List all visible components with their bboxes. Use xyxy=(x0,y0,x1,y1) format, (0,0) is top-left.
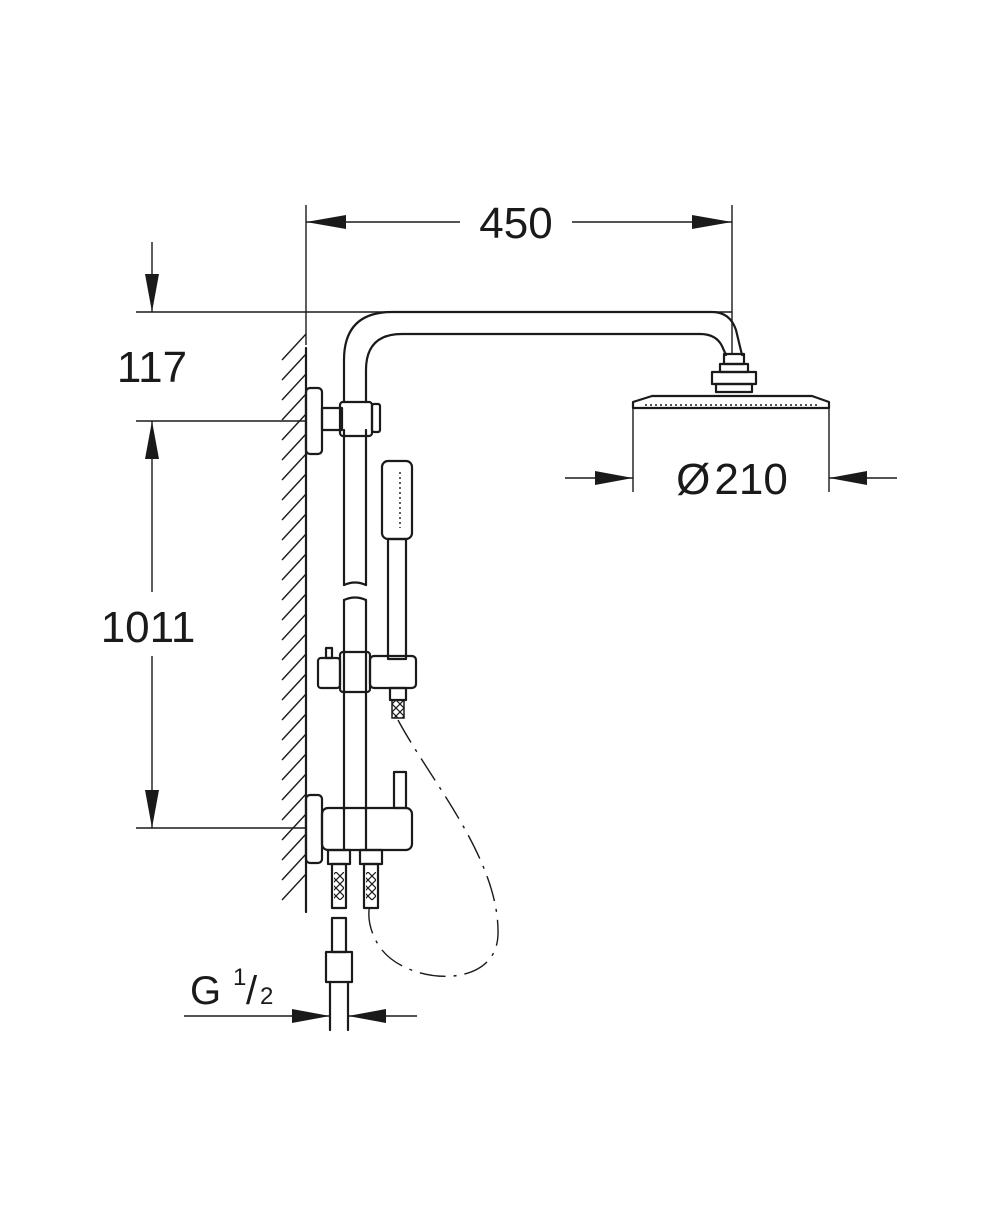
head-shower xyxy=(631,394,831,410)
wall-hatch-line xyxy=(281,393,307,421)
dimension-height-top: 117 xyxy=(117,242,732,392)
wall-hatch-line xyxy=(281,793,307,821)
wall-hatch-line xyxy=(281,873,307,901)
wall-hatch-line xyxy=(281,493,307,521)
dimension-thread-slash: / xyxy=(246,969,258,1013)
wall-hatch-line xyxy=(281,453,307,481)
supply-pipe xyxy=(324,916,354,1032)
wall-hatch-line xyxy=(281,533,307,561)
shower-arm xyxy=(342,310,758,404)
inlet-connectors xyxy=(326,848,384,910)
hand-shower xyxy=(380,459,414,661)
wall-hatch-line xyxy=(281,333,307,361)
dimension-thread: G 1 / 2 xyxy=(184,964,417,1030)
wall-hatch-line xyxy=(281,573,307,601)
dimension-height-main-label: 1011 xyxy=(101,603,196,652)
dimension-thread-prefix: G xyxy=(190,969,221,1013)
dimension-height-main: 1011 xyxy=(101,420,306,829)
wall-hatch-line xyxy=(281,513,307,541)
wall-hatch-line xyxy=(281,433,307,461)
wall-hatch-line xyxy=(281,353,307,381)
wall-hatch-line xyxy=(281,593,307,621)
wall-hatch-line xyxy=(281,553,307,581)
wall-hatch-line xyxy=(281,713,307,741)
wall-hatch-line xyxy=(281,733,307,761)
wall-hatch-line xyxy=(281,413,307,441)
wall-hatch-line xyxy=(281,373,307,401)
slider-holder xyxy=(316,646,418,719)
wall-hatch-line xyxy=(281,833,307,861)
wall-hatch-line xyxy=(281,653,307,681)
wall-hatch-line xyxy=(281,693,307,721)
wall-hatch-line xyxy=(281,633,307,661)
wall-hatch-line xyxy=(281,613,307,641)
shower-hose xyxy=(368,719,499,977)
dimension-thread-numerator: 1 xyxy=(233,964,246,991)
wall-hatch-line xyxy=(281,473,307,501)
bottom-wall-bracket xyxy=(304,770,414,865)
riser-rail xyxy=(342,428,368,812)
dimension-height-top-label: 117 xyxy=(117,343,187,392)
wall-hatch-line xyxy=(281,773,307,801)
dimension-thread-denominator: 2 xyxy=(260,983,273,1010)
top-wall-bracket xyxy=(304,386,382,456)
dimension-width: 450 xyxy=(305,199,733,355)
wall-hatch-line xyxy=(281,813,307,841)
dimension-diameter-label: Ø210 xyxy=(676,455,788,504)
dimension-diameter: Ø210 xyxy=(565,405,897,504)
wall-hatch-line xyxy=(281,753,307,781)
wall-hatch-line xyxy=(281,673,307,701)
dimension-width-label: 450 xyxy=(479,199,552,248)
wall-hatch-line xyxy=(281,853,307,881)
